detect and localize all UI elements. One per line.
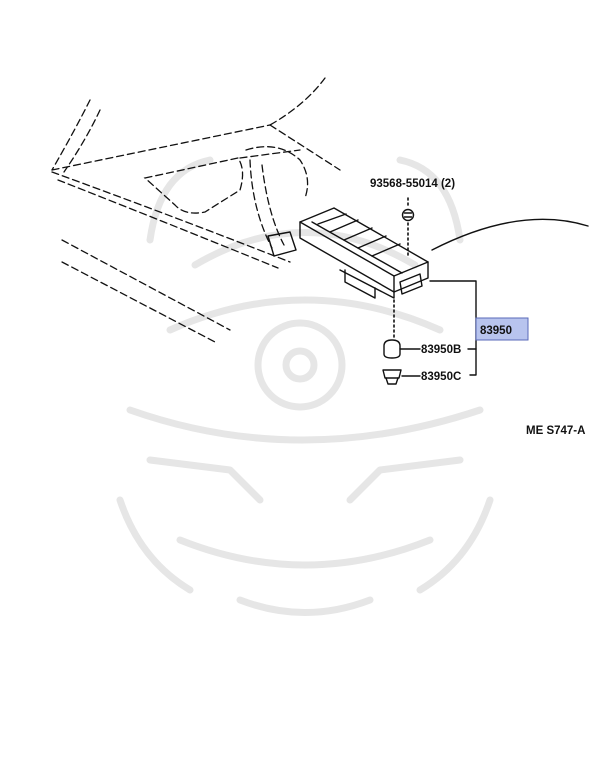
figure-code: ME S747-A [526, 425, 585, 437]
bolt-part-label[interactable]: 93568-55014 (2) [370, 178, 455, 190]
watermark-emblem [116, 156, 494, 616]
main-part-callout[interactable]: 83950 [475, 317, 529, 341]
highlight-box [475, 317, 529, 341]
console-outline [51, 77, 589, 343]
bolt-icon [401, 208, 415, 222]
grommet-b-icon [383, 339, 401, 359]
switch-assembly [299, 207, 429, 299]
main-part-label[interactable]: 83950 [480, 325, 512, 337]
grommet-c-icon [382, 369, 402, 385]
part-b-label[interactable]: 83950B [421, 344, 461, 356]
part-c-label[interactable]: 83950C [421, 371, 461, 383]
